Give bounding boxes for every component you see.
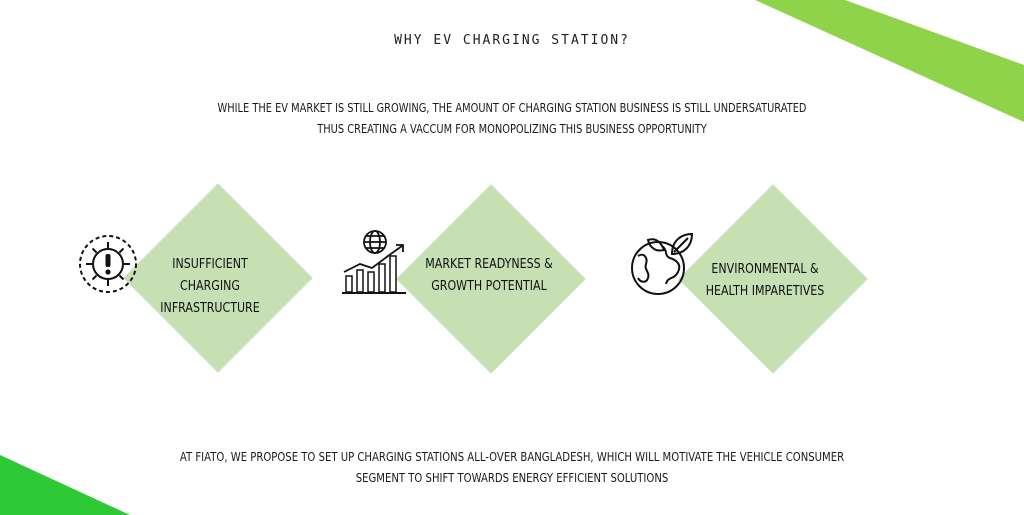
globe-growth-chart-icon <box>342 230 406 294</box>
card-label-line-1: ENVIRONMENTAL & <box>711 262 819 277</box>
card-label-line-1: INSUFFICIENT CHARGING <box>172 257 248 294</box>
closing-text: AT FIATO, WE PROPOSE TO SET UP CHARGING … <box>179 450 845 485</box>
card-label: ENVIRONMENTAL & HEALTH IMPARETIVES <box>701 259 829 303</box>
bottom-left-stripe <box>0 455 130 515</box>
gear-warning-icon <box>79 235 137 293</box>
card-label: MARKET READYNESS & GROWTH POTENTIAL <box>420 254 558 298</box>
intro-text: WHILE THE EV MARKET IS STILL GROWING, TH… <box>217 101 807 136</box>
card-label-line-1: MARKET READYNESS & <box>425 257 553 272</box>
card-label-line-2: GROWTH POTENTIAL <box>431 279 547 294</box>
card-label-line-2: INFRASTRUCTURE <box>160 301 260 316</box>
card-label-line-2: HEALTH IMPARETIVES <box>705 284 825 299</box>
page-title: WHY EV CHARGING STATION? <box>394 33 630 48</box>
earth-leaf-icon <box>631 232 694 295</box>
card-label: INSUFFICIENT CHARGING INFRASTRUCTURE <box>142 254 278 320</box>
